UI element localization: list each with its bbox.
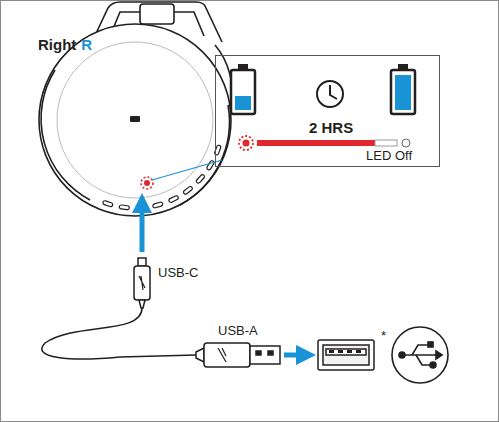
illustration-part (57, 42, 213, 198)
illustration-part (430, 362, 436, 368)
connector-label: USB-A (218, 324, 258, 338)
illustration-part (39, 24, 231, 216)
illustration-part (134, 266, 150, 300)
illustration-part (347, 350, 352, 353)
illustration-part (323, 345, 369, 365)
illustration-part (428, 342, 433, 347)
illustration-part (231, 70, 255, 114)
grille-slot (206, 160, 215, 171)
illustration-part (268, 351, 273, 355)
illustration-part (375, 140, 397, 146)
illustration-part (257, 140, 375, 146)
illustration-part (138, 258, 146, 266)
grille-slot (119, 205, 129, 210)
illustration-part (329, 350, 334, 353)
illustration-part (395, 75, 411, 110)
illustration-part (256, 351, 261, 355)
illustration-part (140, 4, 174, 24)
illustration-part (243, 140, 250, 147)
clock-icon (317, 81, 343, 107)
grille-slot (102, 200, 113, 207)
grille-slot (152, 202, 163, 208)
illustration-part (318, 340, 374, 370)
insert-arrow (140, 203, 145, 252)
led-state-text: LED Off (366, 149, 412, 163)
illustration-part (436, 351, 442, 359)
illustration-part (139, 300, 145, 308)
illustration-part (196, 348, 204, 362)
usb-a-plug (196, 343, 280, 367)
illustration-part (239, 136, 253, 150)
illustration-part (204, 343, 250, 367)
illustration-part (218, 348, 226, 362)
illustration-part (139, 276, 145, 290)
led-dot (144, 180, 150, 186)
plug-arrow (284, 353, 306, 358)
illustration-part (330, 85, 337, 99)
grille-slot (196, 174, 206, 184)
battery-full (391, 64, 415, 114)
side-label: Right (38, 37, 76, 54)
cable (42, 308, 196, 359)
grille-slots (102, 145, 221, 210)
illustration-part (402, 139, 410, 147)
illustration-part (238, 64, 248, 70)
usb-port (318, 340, 374, 370)
illustration-part (250, 346, 280, 364)
usb-symbol (392, 327, 448, 383)
led-ring (141, 177, 153, 189)
leader-line (152, 160, 222, 180)
illustration-part (356, 350, 361, 353)
illustration-part (235, 96, 251, 110)
illustration-part (317, 81, 343, 107)
illustration-part (398, 64, 408, 70)
illustration-part (41, 70, 90, 200)
illustration-part (329, 350, 361, 353)
illustration-part (416, 355, 430, 365)
earcup (39, 24, 233, 216)
battery-low (231, 64, 255, 114)
footnote-mark: * (381, 329, 386, 343)
side-letter: R (81, 37, 92, 54)
inset-box: 2 HRS LED Off (215, 55, 440, 167)
grille-slot (168, 195, 179, 203)
illustration-part (392, 327, 448, 383)
illustration-part (338, 350, 343, 353)
illustration-part (399, 352, 405, 358)
illustration-part (130, 116, 140, 122)
connector-label: USB-C (158, 266, 198, 280)
led-timeline (239, 136, 410, 150)
illustration-part (391, 70, 415, 114)
duration-text: 2 HRS (309, 120, 353, 137)
illustration-part (412, 345, 428, 355)
grille-slot (183, 186, 193, 195)
usb-c-plug (134, 258, 150, 308)
illustration-part (326, 349, 366, 355)
